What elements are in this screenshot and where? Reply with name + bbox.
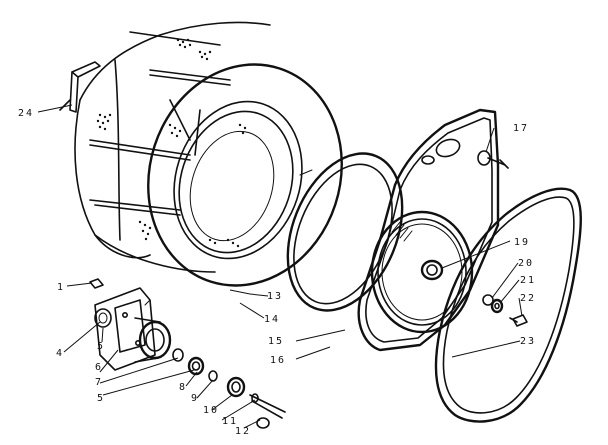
callout-labels: 24 1 4 5 6 7 5 8 9 10 11 12 13 14 15 16 … (18, 108, 536, 437)
callout-9: 9 (191, 393, 199, 404)
callout-15: 15 (268, 336, 284, 347)
bearing-bracket-assembly (89, 278, 286, 429)
callout-19: 19 (514, 237, 530, 248)
callout-20: 20 (518, 258, 534, 269)
callout-5b: 5 (97, 393, 105, 404)
callout-17: 17 (513, 123, 529, 134)
callout-1: 1 (57, 282, 65, 293)
callout-7: 7 (95, 377, 103, 388)
callout-4: 4 (56, 348, 64, 359)
callout-8: 8 (179, 382, 187, 393)
callout-10: 10 (203, 405, 219, 416)
callout-22: 22 (520, 293, 536, 304)
callout-11: 11 (222, 416, 238, 427)
hub-hardware (482, 294, 528, 327)
callout-5a: 5 (97, 341, 105, 352)
dryer-drum (74, 21, 343, 287)
leader-lines (37, 104, 523, 429)
callout-6: 6 (95, 362, 103, 373)
callout-23: 23 (520, 336, 536, 347)
callout-21: 21 (520, 275, 536, 286)
drive-belt (434, 187, 582, 423)
rear-bulkhead (357, 108, 500, 352)
callout-16: 16 (270, 355, 286, 366)
rear-bracket-part (477, 150, 509, 169)
callout-24: 24 (18, 108, 34, 119)
callout-13: 13 (267, 291, 283, 302)
callout-14: 14 (264, 314, 280, 325)
drum-bracket-part (59, 61, 101, 113)
callout-12: 12 (235, 426, 251, 437)
